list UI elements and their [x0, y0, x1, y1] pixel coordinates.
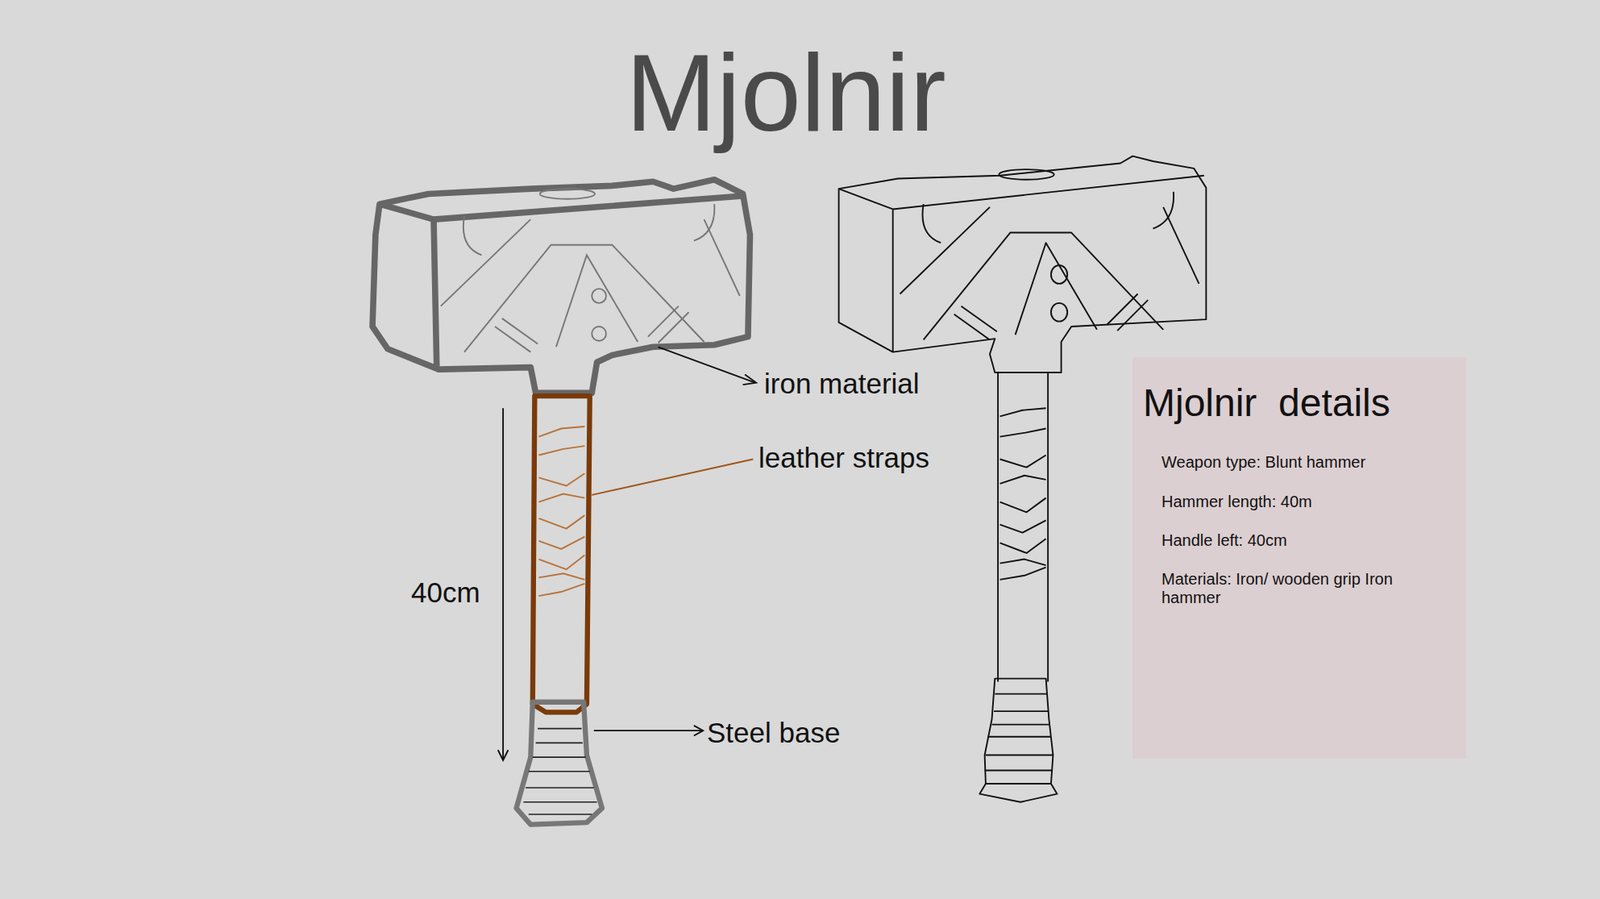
left-hammer	[372, 179, 757, 825]
leader-line	[591, 459, 753, 495]
strap	[538, 494, 585, 503]
part-label: Steel base	[706, 718, 840, 747]
top-slot	[540, 188, 595, 200]
rune-line	[463, 203, 715, 255]
hammer-head	[372, 179, 750, 394]
panel-heading: Mjolnir details	[1142, 383, 1391, 423]
steel-base	[516, 702, 603, 825]
strap	[538, 515, 585, 528]
detail-line: Weapon type: Blunt hammer	[1161, 452, 1366, 472]
top-slot	[998, 169, 1054, 180]
strap	[1000, 498, 1047, 513]
hammer-head	[839, 156, 1207, 373]
base-rings	[523, 728, 597, 815]
strap	[538, 426, 585, 437]
head-decoration	[440, 188, 740, 352]
arrow-head	[498, 749, 509, 761]
strap	[1000, 567, 1047, 580]
dimension-line	[502, 407, 504, 759]
ring	[523, 728, 597, 815]
details-panel: Mjolnir detailsWeapon type: Blunt hammer…	[1132, 357, 1467, 759]
handle	[532, 395, 591, 712]
strap	[1000, 475, 1047, 484]
strap	[538, 536, 585, 549]
rivet	[1051, 303, 1068, 322]
steel-base	[979, 678, 1057, 803]
strap	[538, 554, 585, 570]
page-title: Mjolnir	[625, 38, 947, 148]
head-edge	[839, 175, 1205, 353]
rune-line	[1015, 242, 1098, 335]
detail-line: Hammer length: 40m	[1161, 492, 1313, 512]
strap	[538, 445, 585, 455]
rune-line	[440, 219, 740, 307]
head-edge	[379, 195, 744, 370]
strap	[538, 573, 585, 580]
rivet	[1051, 265, 1068, 284]
part-label: 40cm	[411, 577, 481, 607]
strap	[1000, 454, 1047, 467]
rune-line	[923, 232, 1164, 341]
strap	[1000, 428, 1047, 437]
arrow-head	[743, 374, 757, 385]
handle-straps	[1000, 407, 1047, 580]
rune-line	[922, 191, 1175, 243]
head-decoration	[900, 169, 1200, 340]
part-label: iron material	[764, 369, 920, 398]
strap	[538, 473, 585, 486]
strap	[1000, 407, 1047, 416]
leader-arrow	[658, 346, 756, 383]
leather-straps	[538, 426, 585, 596]
rune-line	[556, 254, 638, 347]
strap	[1000, 538, 1047, 553]
detail-line: Materials: Iron/ wooden grip Iron hammer	[1161, 569, 1404, 607]
base-rings	[984, 694, 1054, 784]
strap	[538, 583, 585, 596]
detail-line: Handle left: 40cm	[1161, 531, 1288, 550]
rune-line	[494, 306, 690, 353]
rune-line	[954, 293, 1149, 340]
leader-arrow	[594, 729, 703, 732]
arrow-head	[694, 725, 703, 736]
strap	[1000, 559, 1047, 566]
rivet	[591, 288, 607, 304]
leader-lines	[498, 346, 757, 761]
rune-line	[900, 207, 1200, 295]
part-label: leather straps	[758, 443, 930, 472]
handle	[997, 372, 1048, 682]
rune-line	[464, 245, 704, 353]
strap	[1000, 519, 1047, 532]
rivet	[591, 326, 607, 341]
